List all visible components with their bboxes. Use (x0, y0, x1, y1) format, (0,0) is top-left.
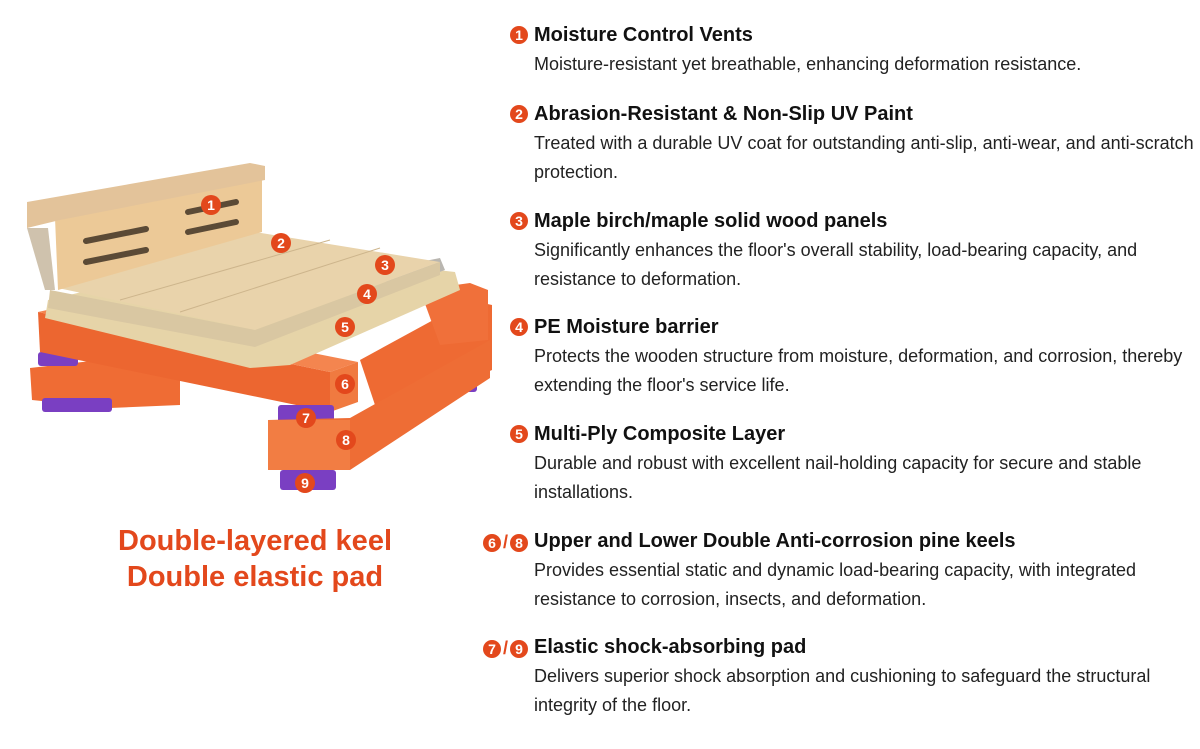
callout-3: 3 (375, 255, 395, 275)
svg-text:7: 7 (302, 410, 310, 426)
number-badge: 2 (510, 105, 528, 123)
number-badge: 3 (510, 212, 528, 230)
number-badge: 1 (510, 26, 528, 44)
callout-2: 2 (271, 233, 291, 253)
badge-separator: / (502, 638, 508, 658)
lower-keel-front-end (268, 420, 350, 470)
number-badge: 4 (510, 318, 528, 336)
svg-text:4: 4 (363, 286, 371, 302)
caption-line-1: Double-layered keel (118, 525, 392, 557)
feature-badges: 6/8 (482, 532, 528, 553)
svg-text:2: 2 (277, 235, 285, 251)
floor-edge (48, 262, 440, 347)
callout-1: 1 (201, 195, 221, 215)
number-badge: 5 (510, 425, 528, 443)
callout-5: 5 (335, 317, 355, 337)
svg-text:9: 9 (301, 475, 309, 491)
feature-badges: 5 (510, 425, 528, 443)
feature-badges: 4 (510, 318, 528, 336)
feature-title: Elastic shock-absorbing pad (534, 636, 807, 658)
number-badge: 8 (510, 533, 528, 552)
feature-badges: 7/9 (482, 638, 528, 659)
callout-9: 9 (295, 473, 315, 493)
floor-structure-illustration: 1 2 3 4 5 6 7 8 9 (27, 163, 492, 493)
feature-description: Significantly enhances the floor's overa… (534, 240, 1138, 289)
feature-title: Moisture Control Vents (534, 24, 753, 46)
callout-8: 8 (336, 430, 356, 450)
svg-text:3: 3 (381, 257, 389, 273)
caption-line-2: Double elastic pad (126, 561, 384, 593)
feature-title: Multi-Ply Composite Layer (534, 423, 786, 445)
upper-keel-front (38, 312, 330, 412)
badge-separator: / (502, 532, 508, 552)
callout-7: 7 (296, 408, 316, 428)
callout-4: 4 (357, 284, 377, 304)
feature-title: Abrasion-Resistant & Non-Slip UV Paint (534, 103, 913, 125)
feature-title: Maple birch/maple solid wood panels (534, 210, 888, 232)
feature-description: Durable and robust with excellent nail-h… (534, 453, 1142, 502)
feature-badges: 3 (510, 212, 528, 230)
number-badge: 9 (510, 639, 528, 658)
wall-panel-side (27, 228, 55, 290)
number-badge: 7 (482, 639, 501, 658)
feature-description: Delivers superior shock absorption and c… (534, 666, 1151, 715)
callout-6: 6 (335, 374, 355, 394)
feature-description: Moisture-resistant yet breathable, enhan… (534, 54, 1082, 74)
feature-description: Protects the wooden structure from moist… (534, 346, 1183, 395)
svg-text:5: 5 (341, 319, 349, 335)
feature-title: Upper and Lower Double Anti-corrosion pi… (534, 530, 1016, 552)
number-badge: 6 (482, 533, 501, 552)
feature-description: Provides essential static and dynamic lo… (534, 560, 1136, 609)
feature-badges: 2 (510, 105, 528, 123)
svg-text:8: 8 (342, 432, 350, 448)
feature-badges: 1 (510, 26, 528, 44)
svg-text:6: 6 (341, 376, 349, 392)
floor-top (58, 232, 440, 330)
pad-left (42, 398, 112, 412)
feature-item: 6/8 Upper and Lower Double Anti-corrosion… (482, 528, 1194, 614)
feature-title: PE Moisture barrier (534, 316, 719, 338)
feature-description: Treated with a durable UV coat for outst… (534, 133, 1194, 182)
wall-panel-lip (27, 163, 265, 228)
svg-text:1: 1 (207, 197, 215, 213)
